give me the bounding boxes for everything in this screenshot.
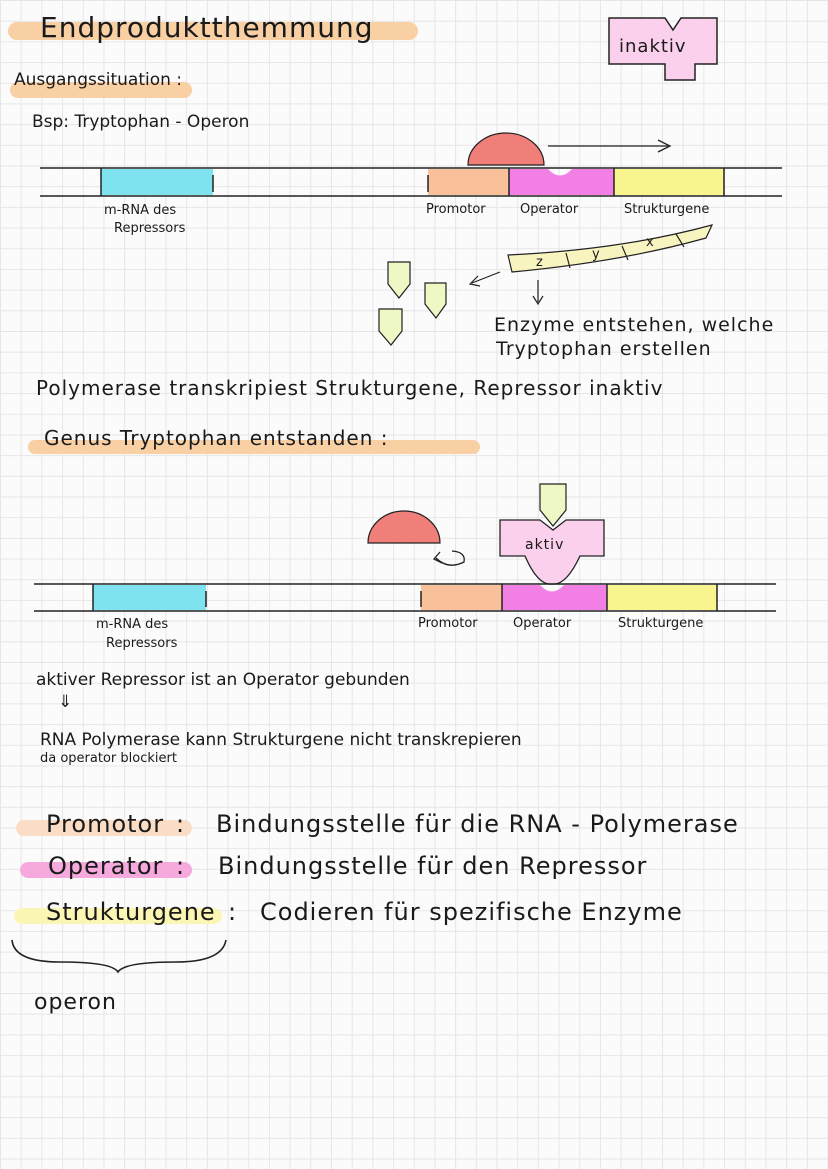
tryptophan-shape-1 — [387, 261, 411, 299]
polymerase-shape-1 — [467, 132, 545, 166]
example-label: Bsp: Tryptophan - Operon — [32, 112, 250, 132]
definition-promoter-term: Promotor — [46, 810, 165, 838]
promoter-segment-1 — [428, 169, 509, 195]
section1-heading: Ausgangssituation : — [14, 70, 183, 90]
inactive-repressor-shape — [608, 17, 718, 81]
tryptophan-shape-2 — [424, 282, 447, 320]
definition-promoter-text: Bindungsstelle für die RNA - Polymerase — [216, 810, 739, 838]
mrna-label-2-line1: m-RNA des — [96, 617, 169, 632]
active-label: aktiv — [525, 537, 565, 553]
structural-label-2: Strukturgene — [618, 616, 704, 631]
definition-promoter-sep: : — [176, 810, 186, 838]
implies-arrow: ⇓ — [58, 692, 73, 712]
inactive-label: inaktiv — [619, 36, 687, 57]
section2-heading-highlight — [28, 440, 480, 454]
mrna-strip — [507, 224, 714, 273]
operator-segment-1 — [509, 169, 614, 195]
tryptophan-shape-4 — [539, 483, 567, 527]
bound-text: aktiver Repressor ist an Operator gebund… — [36, 670, 410, 690]
definition-structural-term: Strukturgene — [46, 898, 216, 926]
mrna-segment-1 — [101, 169, 213, 195]
gene-label-x: x — [646, 235, 654, 250]
mrna-segment-2 — [93, 585, 206, 610]
promoter-segment-2 — [421, 585, 502, 610]
section1-summary: Polymerase transkripiest Strukturgene, R… — [36, 376, 664, 400]
operon-label: operon — [34, 990, 117, 1015]
definition-operator-term: Operator — [48, 852, 164, 880]
definition-operator-sep: : — [176, 852, 186, 880]
structural-term-highlight — [14, 908, 222, 924]
mrna-label-1-line2: Repressors — [114, 221, 186, 236]
section2-heading: Genus Tryptophan entstanden : — [44, 426, 389, 450]
promoter-label-1: Promotor — [426, 202, 486, 217]
operator-segment-2 — [502, 585, 607, 610]
promoter-label-2: Promotor — [418, 616, 478, 631]
detach-arrow — [435, 550, 465, 566]
structural-label-1: Strukturgene — [624, 202, 710, 217]
enzymes-text-line2: Tryptophan erstellen — [496, 338, 712, 360]
operon-brace — [11, 939, 227, 974]
gene-label-z: z — [536, 255, 543, 270]
definition-structural-sep: : — [228, 898, 238, 926]
gene-label-y: y — [592, 247, 600, 262]
structural-segment-1 — [614, 169, 724, 195]
enzymes-text-line1: Enzyme entstehen, welche — [494, 314, 775, 336]
definition-structural-text: Codieren für spezifische Enzyme — [260, 898, 683, 926]
definition-operator-text: Bindungsstelle für den Repressor — [218, 852, 648, 880]
mrna-label-1-line1: m-RNA des — [104, 203, 177, 218]
mrna-label-2-line2: Repressors — [106, 636, 178, 651]
operator-label-2: Operator — [513, 616, 572, 631]
page-title: Endproduktthemmung — [40, 11, 374, 44]
operator-label-1: Operator — [520, 202, 579, 217]
polymerase-shape-2 — [367, 510, 441, 544]
blocked-text-line2: da operator blockiert — [40, 751, 177, 766]
blocked-text-line1: RNA Polymerase kann Strukturgene nicht t… — [40, 730, 522, 750]
inactive-repressor-box: inaktiv — [607, 16, 719, 82]
structural-segment-2 — [607, 585, 717, 610]
title-highlight — [8, 22, 418, 40]
section1-heading-highlight — [10, 82, 192, 98]
operator-term-highlight — [20, 862, 192, 878]
tryptophan-shape-3 — [378, 308, 403, 346]
promoter-term-highlight — [16, 820, 192, 836]
